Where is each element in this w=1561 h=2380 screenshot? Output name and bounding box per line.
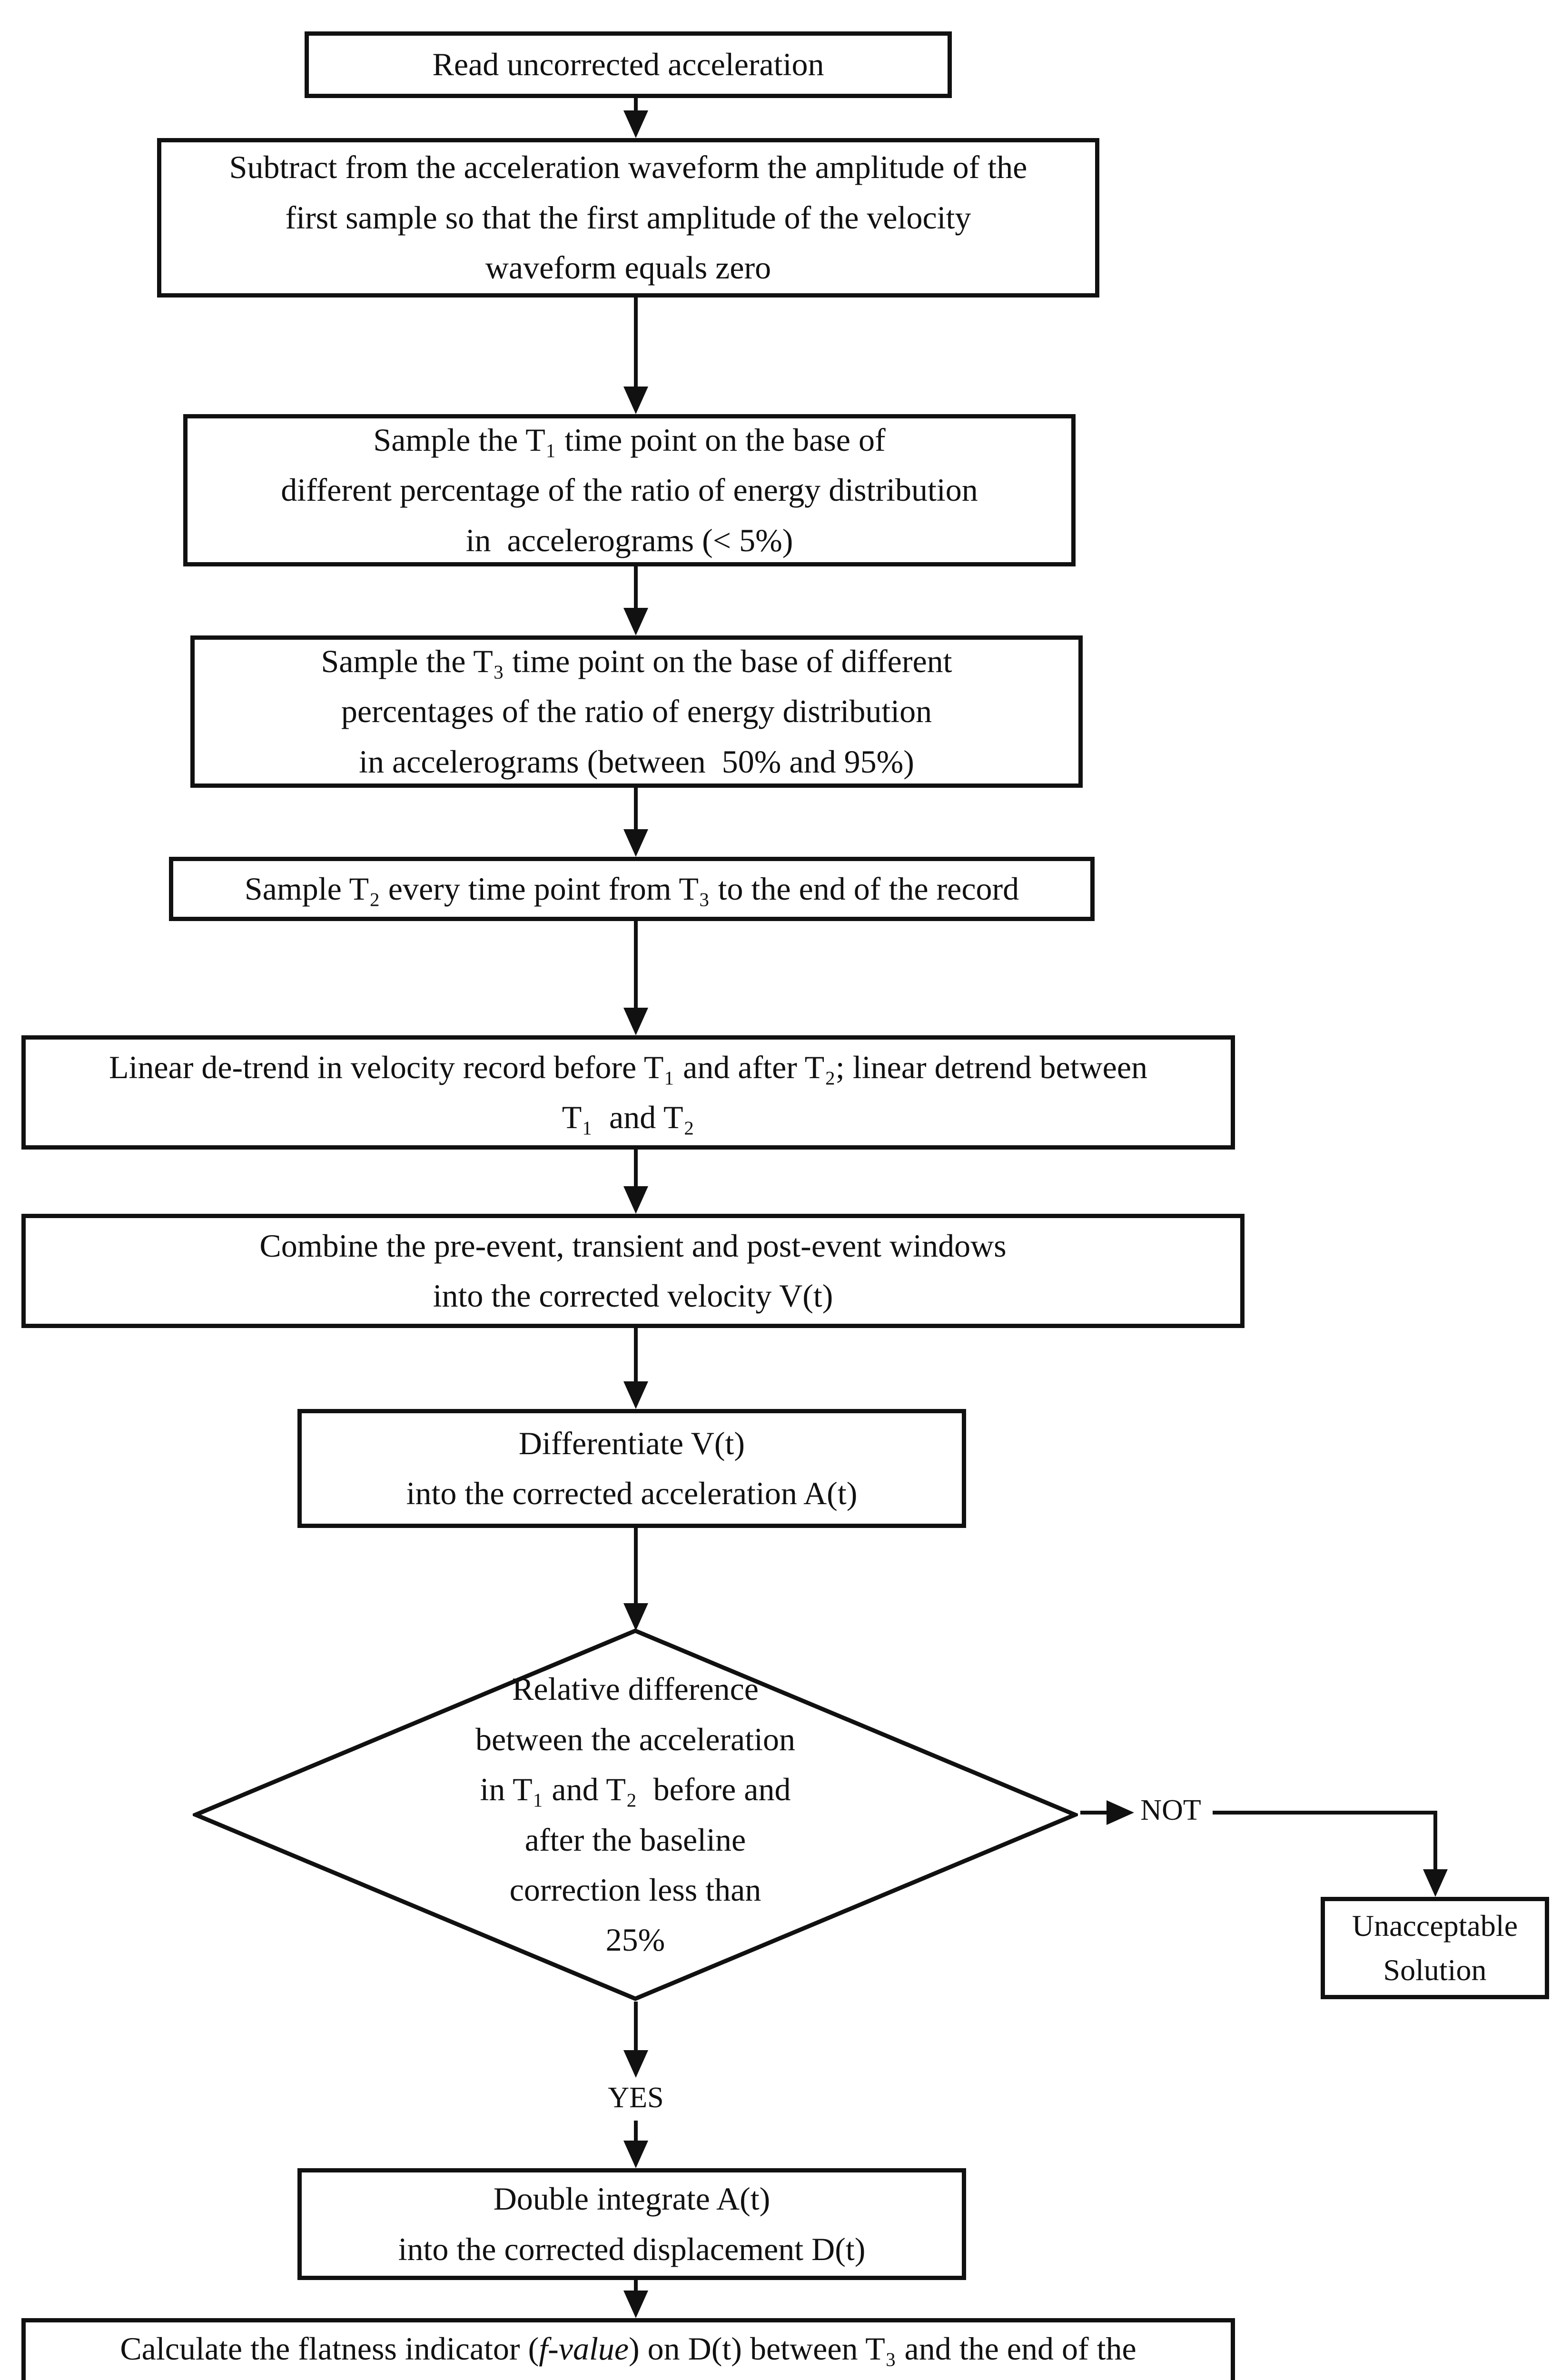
node-text-line: Sample the T₃ time point on the base of …	[321, 643, 952, 679]
arrow-sample-t3-to-sample-t2-line	[634, 788, 638, 833]
arrow-sample-t3-to-sample-t2-head	[623, 829, 648, 857]
node-read-uncorrected-acceleration: Read uncorrected acceleration	[305, 31, 952, 98]
label-not: NOT	[1140, 1794, 1201, 1826]
arrow-sample-t1-to-sample-t3-head	[623, 608, 648, 635]
arrow-double-integrate-to-flatness-line	[634, 2280, 638, 2294]
arrow-read-to-subtract-line	[634, 98, 638, 114]
decision-text: Relative difference between the accelera…	[193, 1628, 1078, 2002]
arrow-subtract-to-sample-t1-head	[623, 387, 648, 414]
node-text-line: in accelerograms (< 5%)	[465, 522, 793, 558]
node-text-line: Combine the pre-event, transient and pos…	[259, 1227, 1007, 1264]
arrow-detrend-to-combine-line	[634, 1150, 638, 1190]
node-text-line: Calculate the flatness indicator (f-valu…	[120, 2324, 1136, 2374]
arrow-sample-t2-to-detrend-line	[634, 921, 638, 1012]
node-text-line: into the corrected displacement D(t)	[398, 2231, 866, 2267]
arrow-sample-t1-to-sample-t3-line	[634, 566, 638, 612]
node-text-line: Differentiate V(t)	[518, 1425, 745, 1461]
node-text-line: Linear de-trend in velocity record befor…	[109, 1049, 1148, 1085]
node-text-line: Sample the T₁ time point on the base of	[373, 421, 886, 458]
node-text-line: Read uncorrected acceleration	[432, 46, 824, 83]
not-branch-arrow-head	[1423, 1869, 1448, 1897]
node-text-line: first sample so that the first amplitude…	[285, 199, 971, 236]
node-text-line: correction less than	[509, 1871, 761, 1908]
arrow-differentiate-to-decision-head	[623, 1603, 648, 1631]
arrow-double-integrate-to-flatness-head	[623, 2291, 648, 2318]
node-text-line: Double integrate A(t)	[493, 2181, 771, 2217]
arrow-combine-to-differentiate-head	[623, 1381, 648, 1409]
node-text-line: between the acceleration	[475, 1721, 796, 1757]
node-text-line: Sample T₂ every time point from T₃ to th…	[244, 870, 1019, 907]
node-double-integrate: Double integrate A(t) into the corrected…	[297, 2168, 966, 2280]
arrow-sample-t2-to-detrend-head	[623, 1008, 648, 1035]
node-differentiate-velocity: Differentiate V(t) into the corrected ac…	[297, 1409, 966, 1528]
node-combine-windows: Combine the pre-event, transient and pos…	[21, 1214, 1245, 1328]
arrow-decision-to-not-head	[1107, 1800, 1134, 1825]
arrow-decision-to-yes-head	[623, 2050, 648, 2078]
arrow-differentiate-to-decision-line	[634, 1528, 638, 1606]
node-subtract-first-sample: Subtract from the acceleration waveform …	[157, 138, 1099, 298]
node-text-line: in accelerograms (between 50% and 95%)	[359, 743, 914, 780]
node-text-line: T₁ and T₂	[562, 1099, 695, 1135]
node-text-segment-italic: f-value	[539, 2330, 629, 2367]
node-sample-t1-time-point: Sample the T₁ time point on the base of …	[183, 414, 1076, 566]
label-yes: YES	[608, 2082, 664, 2114]
node-text-line: signal over all combinations of the T₁, …	[265, 2374, 991, 2380]
node-text-line: percentages of the ratio of energy distr…	[341, 693, 932, 730]
node-text-line: after the baseline	[524, 1821, 746, 1858]
node-text-line: 25%	[605, 1922, 665, 1958]
arrow-decision-to-yes-line	[634, 2002, 638, 2054]
arrow-yes-to-double-integrate-head	[623, 2141, 648, 2168]
node-sample-t2-time-points: Sample T₂ every time point from T₃ to th…	[169, 857, 1095, 921]
node-text-line: Subtract from the acceleration waveform …	[229, 149, 1027, 186]
node-unacceptable-solution: Unacceptable Solution	[1321, 1897, 1549, 1999]
node-text-line: Unacceptable	[1352, 1908, 1518, 1943]
not-branch-vertical-line	[1433, 1811, 1437, 1873]
not-branch-horizontal-line	[1213, 1811, 1437, 1815]
node-calculate-flatness-indicator: Calculate the flatness indicator (f-valu…	[21, 2318, 1235, 2380]
arrow-decision-to-not-line	[1080, 1811, 1107, 1815]
node-text-line: different percentage of the ratio of ene…	[281, 472, 978, 508]
arrow-detrend-to-combine-head	[623, 1186, 648, 1214]
arrow-combine-to-differentiate-line	[634, 1328, 638, 1385]
node-text-line: into the corrected acceleration A(t)	[406, 1475, 858, 1511]
decision-diamond-shape	[193, 1628, 1078, 2001]
node-linear-detrend: Linear de-trend in velocity record befor…	[21, 1035, 1235, 1150]
arrow-subtract-to-sample-t1-line	[634, 298, 638, 390]
node-text-segment: Calculate the flatness indicator (	[120, 2330, 539, 2367]
node-text-line: waveform equals zero	[485, 249, 771, 286]
node-text-line: into the corrected velocity V(t)	[433, 1278, 833, 1314]
node-text-line: in T₁ and T₂ before and	[480, 1771, 791, 1808]
decision-relative-difference: Relative difference between the accelera…	[193, 1628, 1078, 2002]
arrow-yes-to-double-integrate-line	[634, 2121, 638, 2144]
node-text-line: Relative difference	[512, 1671, 759, 1707]
node-text-segment: ) on D(t) between T₃ and the end of the	[629, 2330, 1136, 2367]
node-sample-t3-time-point: Sample the T₃ time point on the base of …	[190, 635, 1083, 788]
arrow-read-to-subtract-head	[623, 110, 648, 138]
node-text-line: Solution	[1383, 1953, 1487, 1987]
